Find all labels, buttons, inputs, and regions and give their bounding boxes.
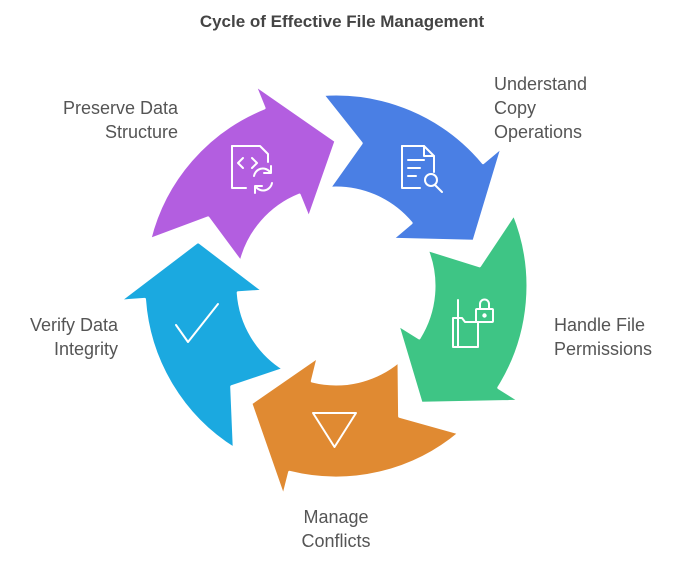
step-label-line: Conflicts: [301, 531, 371, 551]
checkmark-icon: [175, 303, 219, 343]
step-label-manage-conflicts: Manage Conflicts: [276, 505, 396, 553]
document-search-icon: [401, 145, 443, 193]
code-sync-icon: [231, 145, 273, 194]
step-label-handle-file-permissions: Handle File Permissions: [554, 313, 652, 361]
segment-manage-conflicts: [249, 355, 461, 499]
step-label-line: Manage: [303, 507, 369, 527]
folder-lock-icon: [452, 298, 494, 348]
step-label-line: Integrity: [53, 339, 118, 359]
step-label-line: Verify Data: [29, 315, 118, 335]
step-label-line: Permissions: [554, 339, 653, 359]
segment-verify-data-integrity: [117, 239, 286, 451]
step-label-line: Copy: [494, 98, 537, 118]
step-label-line: Preserve Data: [62, 98, 178, 118]
step-label-line: Understand: [494, 74, 588, 94]
triangle-down-icon: [312, 412, 357, 448]
step-label-line: Operations: [494, 122, 583, 142]
diagram-title: Cycle of Effective File Management: [199, 12, 485, 31]
step-label-line: Handle File: [554, 315, 646, 335]
step-label-verify-data-integrity: Verify Data Integrity: [0, 313, 118, 361]
step-label-preserve-data-structure: Preserve Data Structure: [0, 96, 178, 144]
segment-preserve-data-structure: [148, 83, 338, 264]
step-label-understand-copy-operations: Understand Copy Operations: [494, 72, 587, 144]
segment-handle-file-permissions: [396, 212, 530, 405]
step-label-line: Structure: [104, 122, 178, 142]
